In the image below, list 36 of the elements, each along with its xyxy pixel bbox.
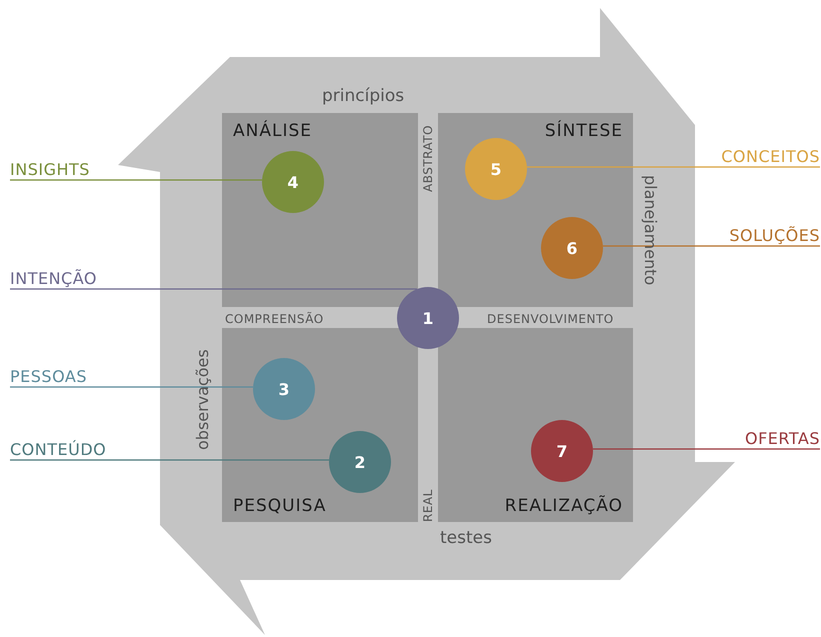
quadrant-heading: ANÁLISE: [233, 121, 312, 141]
numbered-circle: 3: [253, 358, 315, 420]
quadrant-heading: REALIZAÇÃO: [504, 496, 623, 516]
axis-label: DESENVOLVIMENTO: [487, 313, 614, 325]
quadrant-panel: [222, 113, 418, 307]
category-label: CONTEÚDO: [10, 440, 106, 460]
leader-line: [10, 288, 418, 290]
axis-label: princípios: [322, 88, 404, 105]
axis-label: REAL: [422, 489, 434, 522]
category-label: PESSOAS: [10, 367, 87, 387]
quadrant-heading: PESQUISA: [233, 496, 326, 516]
quadrant-panel: [438, 328, 633, 522]
leader-line: [10, 459, 330, 461]
numbered-circle: 7: [531, 420, 593, 482]
category-label: CONCEITOS: [721, 147, 820, 167]
numbered-circle: 4: [262, 151, 324, 213]
category-label: SOLUÇÕES: [729, 226, 820, 246]
numbered-circle: 2: [329, 431, 391, 493]
leader-line: [526, 166, 820, 168]
category-label: INTENÇÃO: [10, 269, 97, 289]
category-label: OFERTAS: [745, 429, 820, 449]
leader-line: [602, 245, 820, 247]
quadrant-panel: [222, 328, 418, 522]
axis-label: COMPREENSÃO: [225, 313, 324, 325]
category-label: INSIGHTS: [10, 160, 90, 180]
axis-label: ABSTRATO: [422, 124, 434, 192]
axis-label: observações: [195, 349, 211, 450]
axis-label: planejamento: [642, 175, 658, 286]
axis-label: testes: [440, 530, 492, 547]
leader-line: [10, 179, 262, 181]
numbered-circle: 5: [465, 138, 527, 200]
quadrant-heading: SÍNTESE: [544, 121, 623, 141]
quadrant-panel: [438, 113, 633, 307]
numbered-circle: 6: [541, 217, 603, 279]
leader-line: [10, 386, 254, 388]
leader-line: [592, 448, 820, 450]
